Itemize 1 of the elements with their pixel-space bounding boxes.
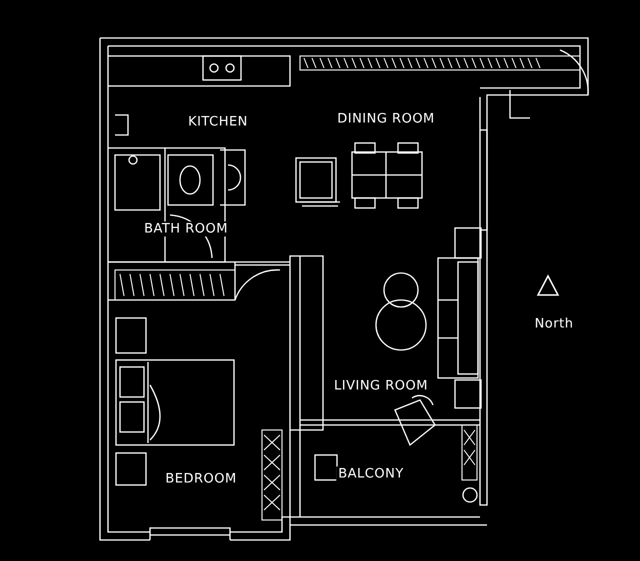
room-label: BALCONY	[336, 466, 406, 482]
